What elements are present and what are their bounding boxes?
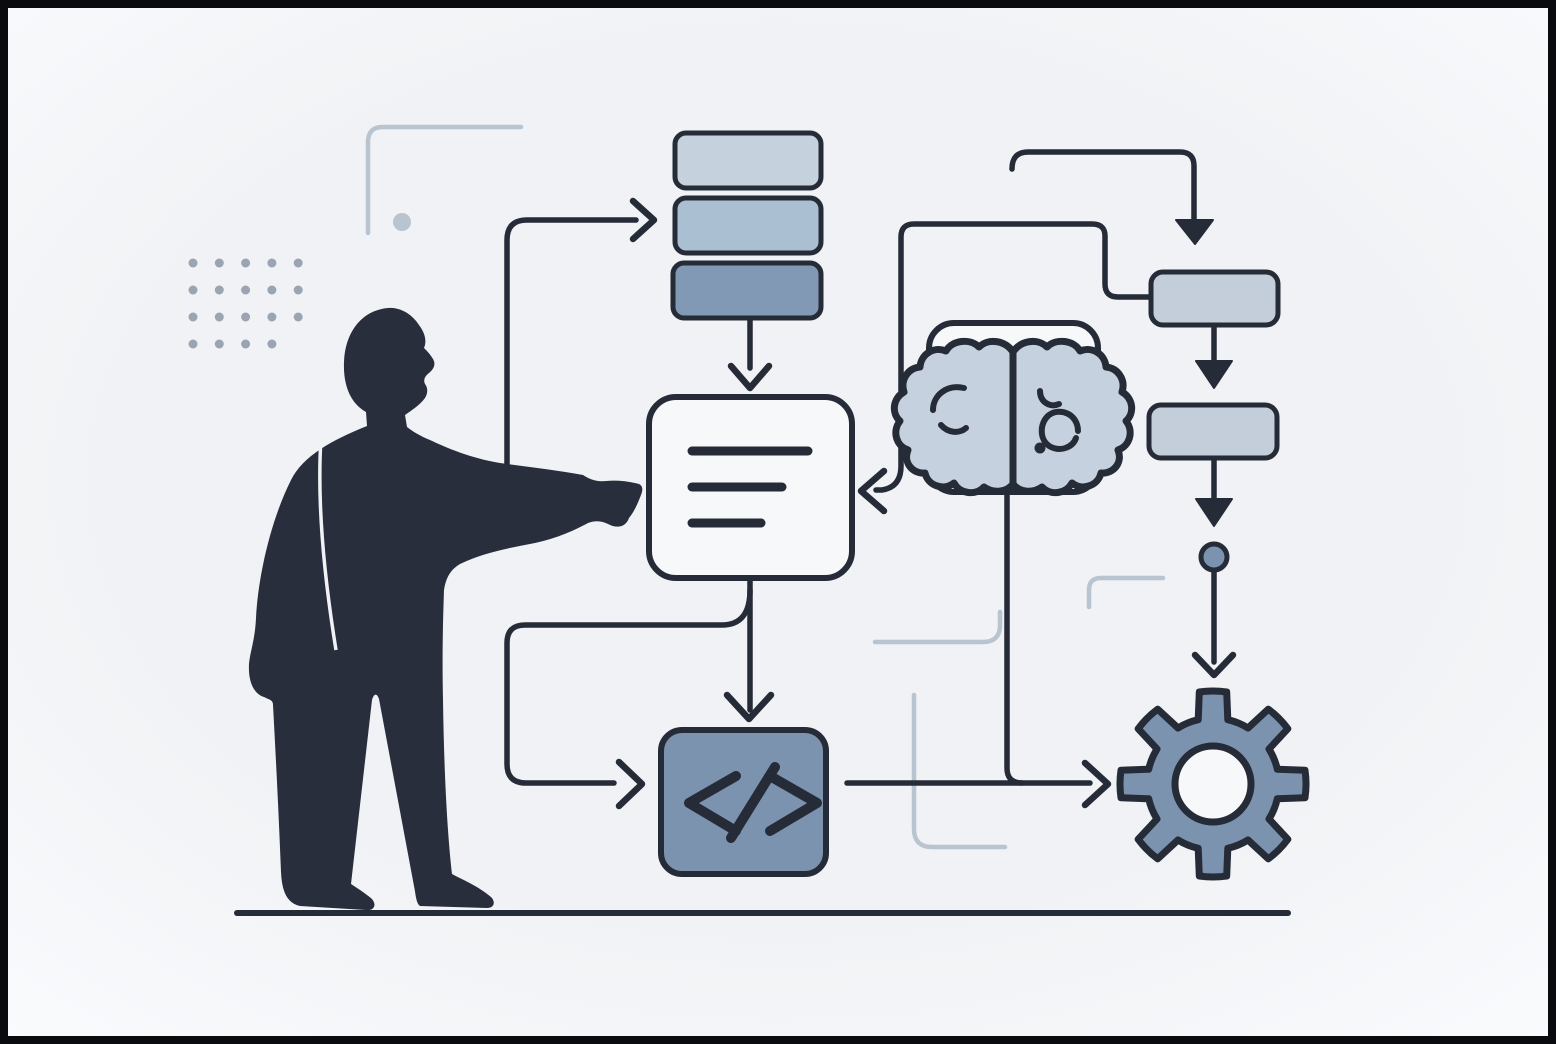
connector-dot-gear [1191,569,1237,679]
code-box [658,727,829,877]
connector-top-right [1009,149,1214,245]
data-stack-icon [670,130,824,321]
process-box-1 [1148,269,1281,328]
connector-box2-dot [1195,456,1233,527]
brain-icon [890,337,1136,497]
dot [214,285,224,295]
arrowhead-down-icon [1175,219,1214,245]
corner-line-top-left [365,124,524,236]
light-elbow-right [1086,575,1166,610]
dot [241,285,251,295]
dot [188,339,198,349]
brain-node [890,320,1136,497]
stack-bar-middle [672,195,824,256]
arm-separation-line [318,437,338,651]
gear-hole [1171,742,1255,826]
dot [214,258,224,268]
dot [267,258,277,268]
connector-code-gear [844,759,1112,809]
process-box-2 [1146,402,1280,461]
dot [214,312,224,322]
dot [188,258,198,268]
code-icon [684,762,822,843]
arrowhead-down-icon [1191,651,1237,679]
dot [241,258,251,268]
stack-bar-bottom [670,260,824,321]
dot [241,339,251,349]
arrowhead-left-icon [857,467,888,515]
dot [267,339,277,349]
arrowhead-down-icon [723,691,775,723]
arrowhead-down-icon [1195,360,1233,389]
dot [293,258,303,268]
dot [214,339,224,349]
light-elbow-bottom [911,692,1008,850]
arrowhead-right-icon [615,758,646,810]
arrowhead-down-icon [727,362,773,392]
connector-stack-to-document [727,316,773,392]
flow-connectors [504,149,1237,810]
connector-box1-box2 [1195,323,1233,389]
document-text-lines [687,446,813,528]
dot [188,285,198,295]
arrowhead-right-icon [1081,759,1112,809]
dot [267,312,277,322]
connector-dot-node [1198,541,1230,573]
arrowhead-right-icon [629,197,658,243]
connector-loop-to-document [857,221,1154,515]
dot [241,312,251,322]
document-node [646,394,855,581]
dots-pattern [188,258,303,349]
dot [293,285,303,295]
person-silhouette [248,307,643,911]
light-elbow-mid [872,609,1003,645]
connector-branch-to-code [504,587,753,810]
decor-dot [393,213,411,231]
gear-icon [1116,687,1310,881]
arrowhead-down-icon [1195,498,1233,527]
code-node [658,727,829,877]
dot [293,312,303,322]
dot [188,312,198,322]
dot [267,285,277,295]
stack-bar-top [672,130,824,191]
